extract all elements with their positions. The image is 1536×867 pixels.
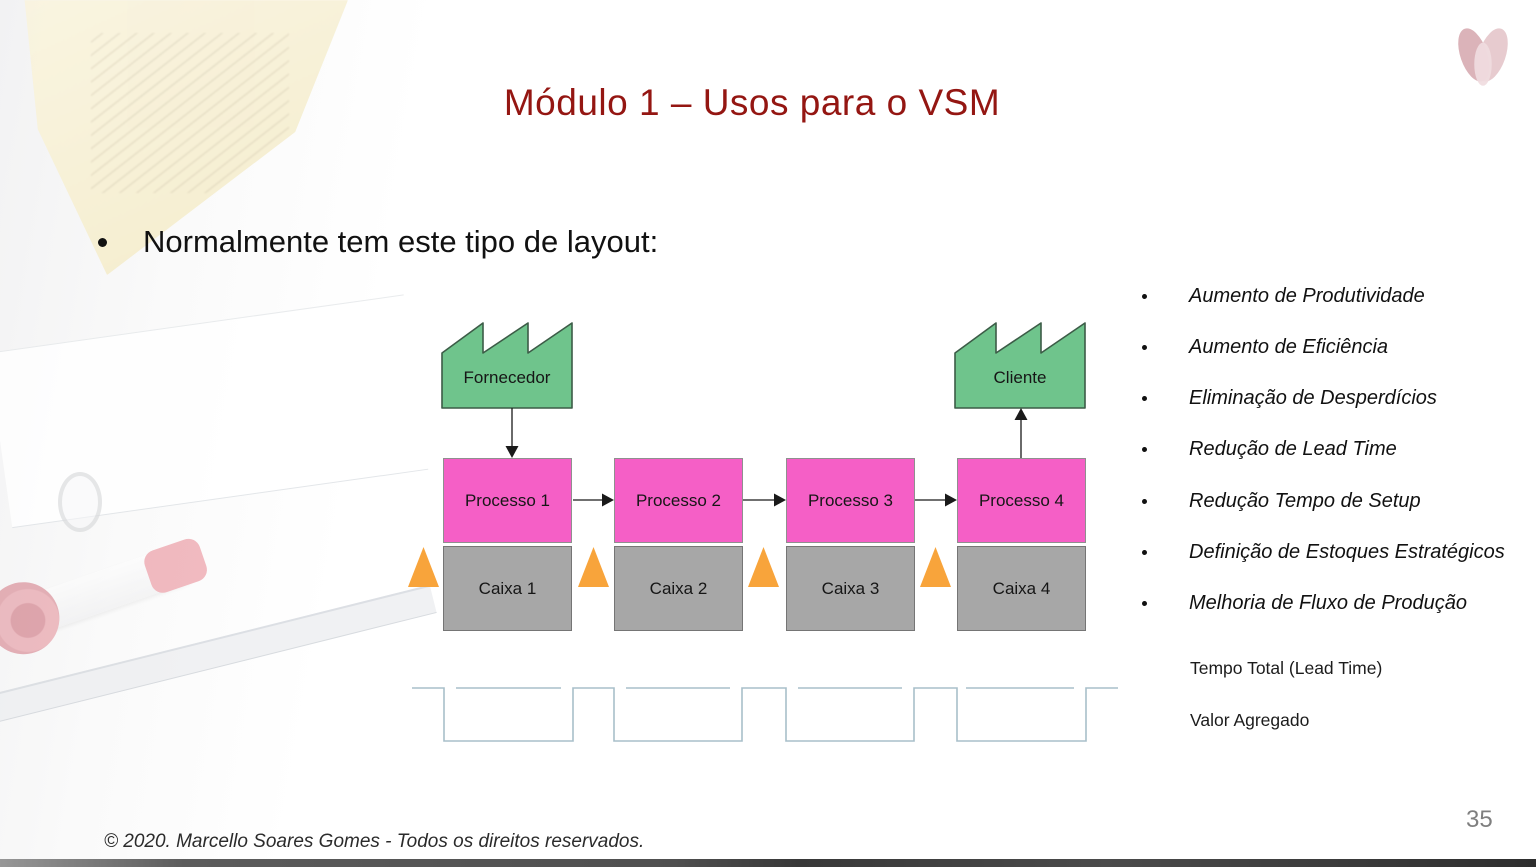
inventory-triangle-icon-4 [920,547,951,587]
background-photo [0,0,437,867]
value-added-label: Valor Agregado [1190,710,1310,730]
process-flow-arrow-3 [914,493,957,507]
benefit-item: Eliminação de Desperdícios [1142,387,1505,411]
benefit-item: Redução Tempo de Setup [1142,489,1505,513]
bullet-heading: Normalmente tem este tipo de layout: [98,224,658,260]
inventory-box-2: Caixa 2 [614,546,743,631]
page-number: 35 [1466,806,1493,833]
benefit-text: Melhoria de Fluxo de Produção [1189,592,1467,615]
bullet-dot-icon [98,237,107,247]
process-flow-arrow-1 [573,493,614,507]
bullet-dot-icon [1142,344,1147,350]
inventory-triangle-icon-3 [748,547,779,587]
bullet-dot-icon [1142,549,1147,555]
benefit-text: Eliminação de Desperdícios [1189,387,1437,410]
marker-decoration [0,517,253,664]
inventory-triangle-icon-1 [408,547,439,587]
bullet-heading-text: Normalmente tem este tipo de layout: [143,224,659,259]
bottom-edge-bar [0,859,1536,867]
copyright-footer: © 2020. Marcello Soares Gomes - Todos os… [104,831,645,852]
benefits-list: Aumento de Produtividade Aumento de Efic… [1142,284,1505,643]
magnet-decoration [58,472,102,532]
bullet-dot-icon [1142,601,1147,607]
benefit-text: Redução Tempo de Setup [1189,489,1421,512]
supplier-to-process-arrow [505,408,519,458]
process-box-2: Processo 2 [614,458,743,543]
benefit-text: Definição de Estoques Estratégicos [1189,540,1505,563]
process-flow-arrow-2 [742,493,786,507]
whiteboard-tray-decoration [0,584,437,725]
benefit-item: Melhoria de Fluxo de Produção [1142,592,1505,616]
bullet-dot-icon [1142,447,1147,453]
slide-title: Módulo 1 – Usos para o VSM [503,82,1001,123]
bullet-dot-icon [1142,498,1147,504]
timeline-square-wave [412,687,1118,742]
whiteboard-decoration [0,294,429,529]
inventory-box-1: Caixa 1 [443,546,572,631]
benefit-item: Aumento de Produtividade [1142,284,1505,308]
benefit-item: Definição de Estoques Estratégicos [1142,540,1505,564]
process-to-customer-arrow [1014,408,1028,458]
bullet-dot-icon [1142,293,1147,299]
supplier-factory-icon [441,322,573,409]
process-box-3: Processo 3 [786,458,915,543]
bullet-dot-icon [1142,396,1147,402]
benefit-text: Aumento de Produtividade [1189,284,1425,307]
benefit-text: Aumento de Eficiência [1189,335,1389,358]
process-box-1: Processo 1 [443,458,572,543]
company-logo-icon [1458,28,1508,86]
process-box-4: Processo 4 [957,458,1086,543]
customer-label: Cliente [993,368,1047,387]
inventory-triangle-icon-2 [578,547,609,587]
benefit-text: Redução de Lead Time [1189,438,1397,461]
inventory-box-3: Caixa 3 [786,546,915,631]
benefit-item: Redução de Lead Time [1142,438,1505,462]
supplier-label: Fornecedor [463,368,551,387]
inventory-box-4: Caixa 4 [957,546,1086,631]
customer-factory-icon [954,322,1086,409]
benefit-item: Aumento de Eficiência [1142,335,1505,359]
lead-time-label: Tempo Total (Lead Time) [1190,658,1383,678]
vsm-diagram [408,322,1118,742]
